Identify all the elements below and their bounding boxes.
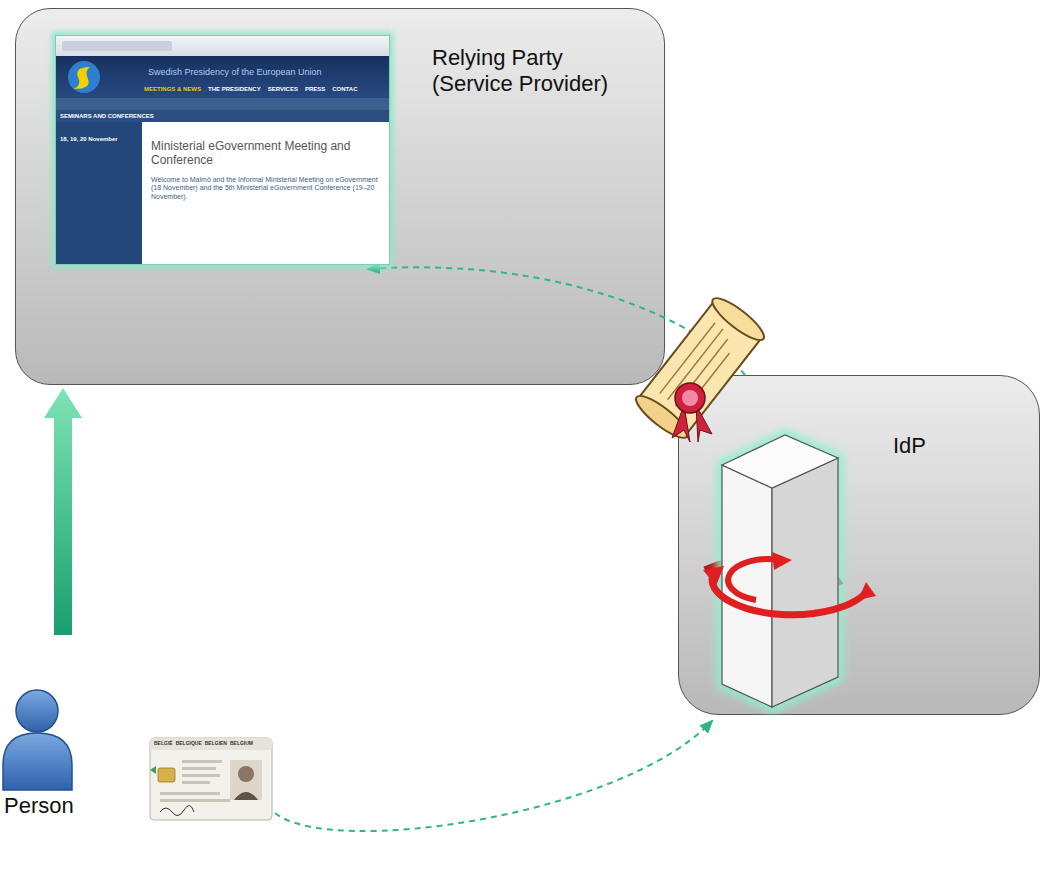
box-title: Relying Party (Service Provider) <box>432 45 632 98</box>
nav-item: CONTAC <box>332 86 357 93</box>
person-label: Person <box>4 793 74 819</box>
section-heading: SEMINARS AND CONFERENCES <box>60 113 260 120</box>
logo-disc <box>68 61 100 93</box>
text-slot: Swedish Presidency of the European Union <box>148 67 383 78</box>
text-slot: Relying Party (Service Provider) <box>432 45 632 98</box>
relying-party-box: Relying Party (Service Provider) Swedish … <box>15 8 665 385</box>
text-slot: Welcome to Malmö and the Informal Minist… <box>151 176 379 201</box>
date-text: 18, 19, 20 November <box>60 136 138 143</box>
id-card <box>150 738 272 820</box>
card-text: BELGIEN <box>205 740 227 746</box>
idp-box: IdP <box>678 375 1040 715</box>
nav-item: PRESS <box>305 86 325 93</box>
text-slot: Ministerial eGovernment Meeting and Conf… <box>151 139 379 168</box>
card-label-row: BELGIËBELGIQUEBELGIENBELGIUM <box>154 740 253 746</box>
site-logo <box>66 59 102 95</box>
nav-item: SERVICES <box>268 86 298 93</box>
browser-tabs <box>62 41 172 51</box>
certificate-scroll <box>631 292 769 443</box>
person-icon <box>3 690 72 790</box>
site-header: Swedish Presidency of the European Union <box>148 67 383 78</box>
card-text: BELGIQUE <box>176 740 202 746</box>
text-slot: SEMINARS AND CONFERENCES <box>60 113 260 120</box>
dashed-arrow <box>275 721 712 831</box>
breadcrumb-strip <box>56 98 389 110</box>
card-text: BELGIË <box>154 740 173 746</box>
person-node: Person <box>0 635 275 833</box>
side-column <box>56 122 142 265</box>
page-paragraph: Welcome to Malmö and the Informal Minist… <box>151 176 379 201</box>
text-slot: Person <box>4 793 74 819</box>
card-text: BELGIUM <box>230 740 253 746</box>
page-heading: Ministerial eGovernment Meeting and Conf… <box>151 139 379 168</box>
block-arrow <box>44 388 82 635</box>
text-slot: 18, 19, 20 November <box>60 136 138 143</box>
server-icon <box>703 435 876 707</box>
logo-swirl <box>74 67 90 89</box>
nav-item: MEETINGS & NEWS <box>144 86 201 93</box>
box-title: IdP <box>893 433 926 459</box>
nav-item: THE PRESIDENCY <box>208 86 261 93</box>
text-slot: IdP <box>893 433 926 459</box>
nav-bar: MEETINGS & NEWS THE PRESIDENCY SERVICES PRE… <box>144 86 358 93</box>
website-screenshot: Swedish Presidency of the European Union… <box>55 35 390 265</box>
